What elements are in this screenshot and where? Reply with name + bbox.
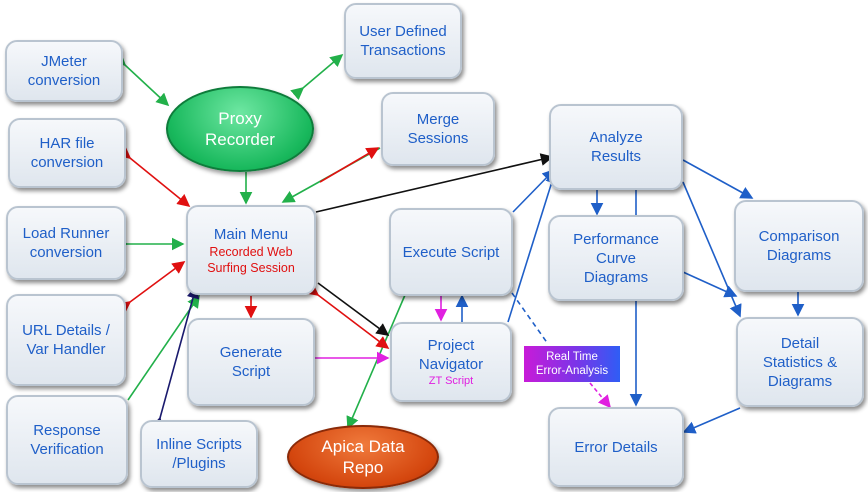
loadrunner-conversion-box: Load Runner conversion (6, 206, 126, 280)
merge-sessions-label: Merge Sessions (407, 111, 469, 147)
arrow-analyze-comparison (682, 159, 754, 199)
har-conversion-box: HAR file conversion (8, 118, 126, 188)
main-menu-sublabel: Recorded Web Surfing Session (207, 244, 295, 275)
generate-script-label: Generate Script (219, 344, 283, 380)
arrow-mainmenu-analyze (315, 153, 554, 213)
inline-scripts-box: Inline Scripts /Plugins (140, 420, 258, 488)
arrow-proxy-userdefined (290, 53, 344, 101)
response-verification-label: Response Verification (30, 422, 104, 458)
apica-data-repo-ellipse: Apica Data Repo (287, 425, 439, 489)
merge-sessions-box: Merge Sessions (381, 92, 495, 166)
performance-curve-label: Performance Curve Diagrams (573, 230, 659, 286)
comparison-diagrams-box: Comparison Diagrams (734, 200, 864, 292)
arrow-execute-apica (346, 294, 406, 430)
proxy-recorder-label: Proxy Recorder (205, 109, 275, 149)
arrow-analyze-detail (682, 181, 742, 318)
execute-script-label: Execute Script (402, 243, 500, 261)
generate-script-box: Generate Script (187, 318, 315, 406)
main-menu-box: Main Menu Recorded Web Surfing Session (186, 205, 316, 295)
loadrunner-conversion-label: Load Runner conversion (22, 225, 110, 261)
real-time-error-analysis-callout: Real Time Error-Analysis (524, 346, 620, 382)
arrow-mainmenu-merge (319, 147, 380, 183)
user-defined-transactions-label: User Defined Transactions (359, 23, 447, 59)
arrow-har-mainmenu (117, 145, 191, 208)
apica-data-repo-label: Apica Data Repo (321, 437, 405, 477)
main-menu-label: Main Menu (213, 225, 289, 243)
project-navigator-sublabel: ZT Script (428, 375, 474, 387)
project-navigator-label: Project Navigator (418, 337, 484, 373)
detail-statistics-box: Detail Statistics & Diagrams (736, 317, 864, 407)
error-details-box: Error Details (548, 407, 684, 487)
detail-statistics-label: Detail Statistics & Diagrams (762, 334, 838, 390)
arrow-detail-errordetails (682, 407, 741, 434)
url-details-label: URL Details / Var Handler (22, 322, 110, 358)
arrow-mainmenu-navigator-black (317, 282, 390, 336)
comparison-diagrams-label: Comparison Diagrams (758, 228, 840, 264)
arrow-inline-mainmenu (150, 285, 200, 431)
project-navigator-box: Project Navigator ZT Script (390, 322, 512, 402)
response-verification-box: Response Verification (6, 395, 128, 485)
url-details-box: URL Details / Var Handler (6, 294, 126, 386)
inline-scripts-label: Inline Scripts /Plugins (156, 436, 242, 472)
execute-script-box: Execute Script (389, 208, 513, 296)
arrow-mainmenu-navigator (305, 283, 390, 349)
analyze-results-label: Analyze Results (589, 129, 643, 165)
arrow-navigator-analyze (507, 170, 558, 323)
arrow-execute-errordetails (511, 292, 549, 345)
arrow-performance-detail (682, 271, 738, 298)
arrow-urldetails-mainmenu (117, 261, 186, 314)
real-time-error-analysis-label: Real Time Error-Analysis (535, 351, 609, 377)
error-details-label: Error Details (574, 438, 658, 456)
arrow-execute-analyze (512, 168, 556, 213)
user-defined-transactions-box: User Defined Transactions (344, 3, 462, 79)
proxy-recorder-ellipse: Proxy Recorder (166, 86, 314, 172)
arrow-realtime-errordetails (589, 382, 612, 409)
analyze-results-box: Analyze Results (549, 104, 683, 190)
jmeter-conversion-label: JMeter conversion (27, 53, 101, 89)
har-conversion-label: HAR file conversion (30, 135, 104, 171)
jmeter-conversion-box: JMeter conversion (5, 40, 123, 102)
performance-curve-box: Performance Curve Diagrams (548, 215, 684, 301)
arrow-jmeter-proxy (112, 52, 170, 107)
